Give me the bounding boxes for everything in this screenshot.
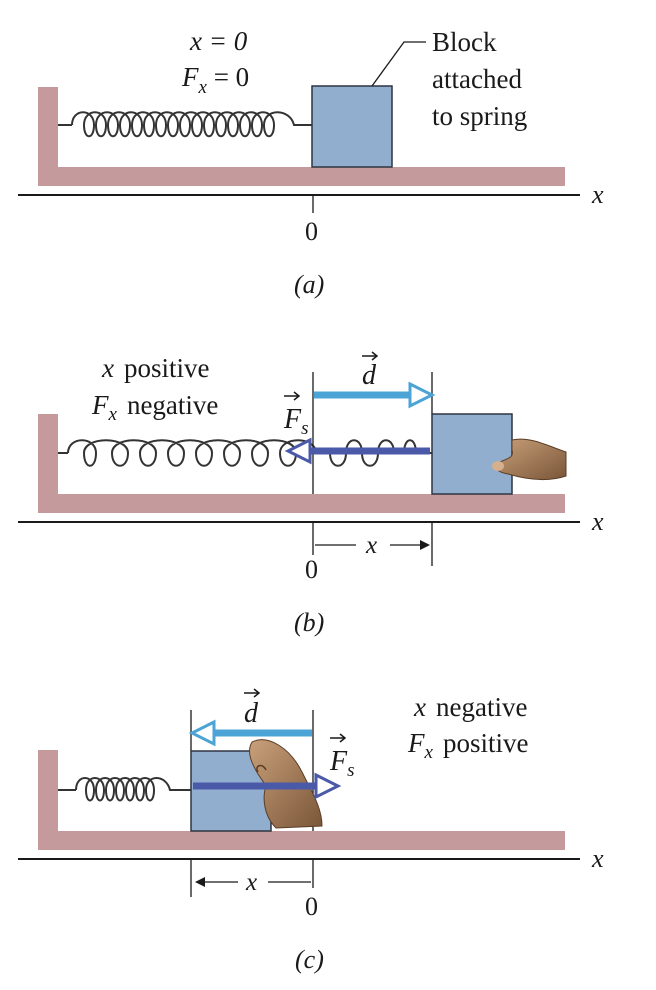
displacement-x-dimension bbox=[315, 540, 430, 550]
x-axis-label: x bbox=[591, 844, 604, 873]
callout-line-3: to spring bbox=[432, 101, 527, 131]
displacement-x-label: x bbox=[245, 869, 257, 896]
callout-line-1: Block bbox=[432, 27, 497, 57]
d-vector-overarrow bbox=[244, 688, 261, 698]
caption-c: (c) bbox=[295, 945, 324, 974]
origin-label: 0 bbox=[305, 217, 318, 246]
x-axis-label: x bbox=[591, 180, 604, 209]
block bbox=[311, 85, 393, 168]
panel-a: Block attached to spring x = 0 Fx = 0 x … bbox=[18, 26, 604, 299]
spring bbox=[58, 111, 312, 138]
callout-line-2: attached bbox=[432, 64, 522, 94]
caption-b: (b) bbox=[294, 608, 324, 637]
spring bbox=[58, 439, 432, 467]
displacement-d-arrow bbox=[314, 381, 436, 409]
x-axis-label: x bbox=[591, 507, 604, 536]
displacement-x-dimension bbox=[195, 877, 311, 887]
fs-vector-overarrow bbox=[284, 391, 301, 401]
d-vector-label: d bbox=[362, 360, 377, 391]
fs-vector-overarrow bbox=[330, 733, 347, 743]
callout-leader bbox=[371, 41, 426, 87]
d-vector-overarrow bbox=[362, 351, 379, 361]
origin-label: 0 bbox=[305, 555, 318, 584]
block bbox=[431, 413, 513, 495]
equilibrium-x-label: x = 0 bbox=[189, 26, 248, 56]
equilibrium-f-label: Fx = 0 bbox=[181, 62, 249, 98]
spring-force-arrow bbox=[193, 772, 342, 800]
d-vector-label: d bbox=[244, 698, 259, 729]
spring bbox=[58, 777, 191, 802]
fs-vector-label: Fs bbox=[329, 746, 355, 781]
hand-icon bbox=[492, 438, 567, 481]
wall-floor bbox=[38, 87, 565, 186]
displacement-x-label: x bbox=[365, 532, 377, 559]
wall-floor bbox=[38, 750, 565, 850]
fs-vector-label: Fs bbox=[283, 404, 309, 439]
origin-label: 0 bbox=[305, 892, 318, 921]
caption-a: (a) bbox=[294, 270, 324, 299]
spring-force-arrow bbox=[284, 437, 430, 465]
displacement-d-arrow bbox=[188, 719, 312, 747]
wall-floor bbox=[38, 414, 565, 513]
